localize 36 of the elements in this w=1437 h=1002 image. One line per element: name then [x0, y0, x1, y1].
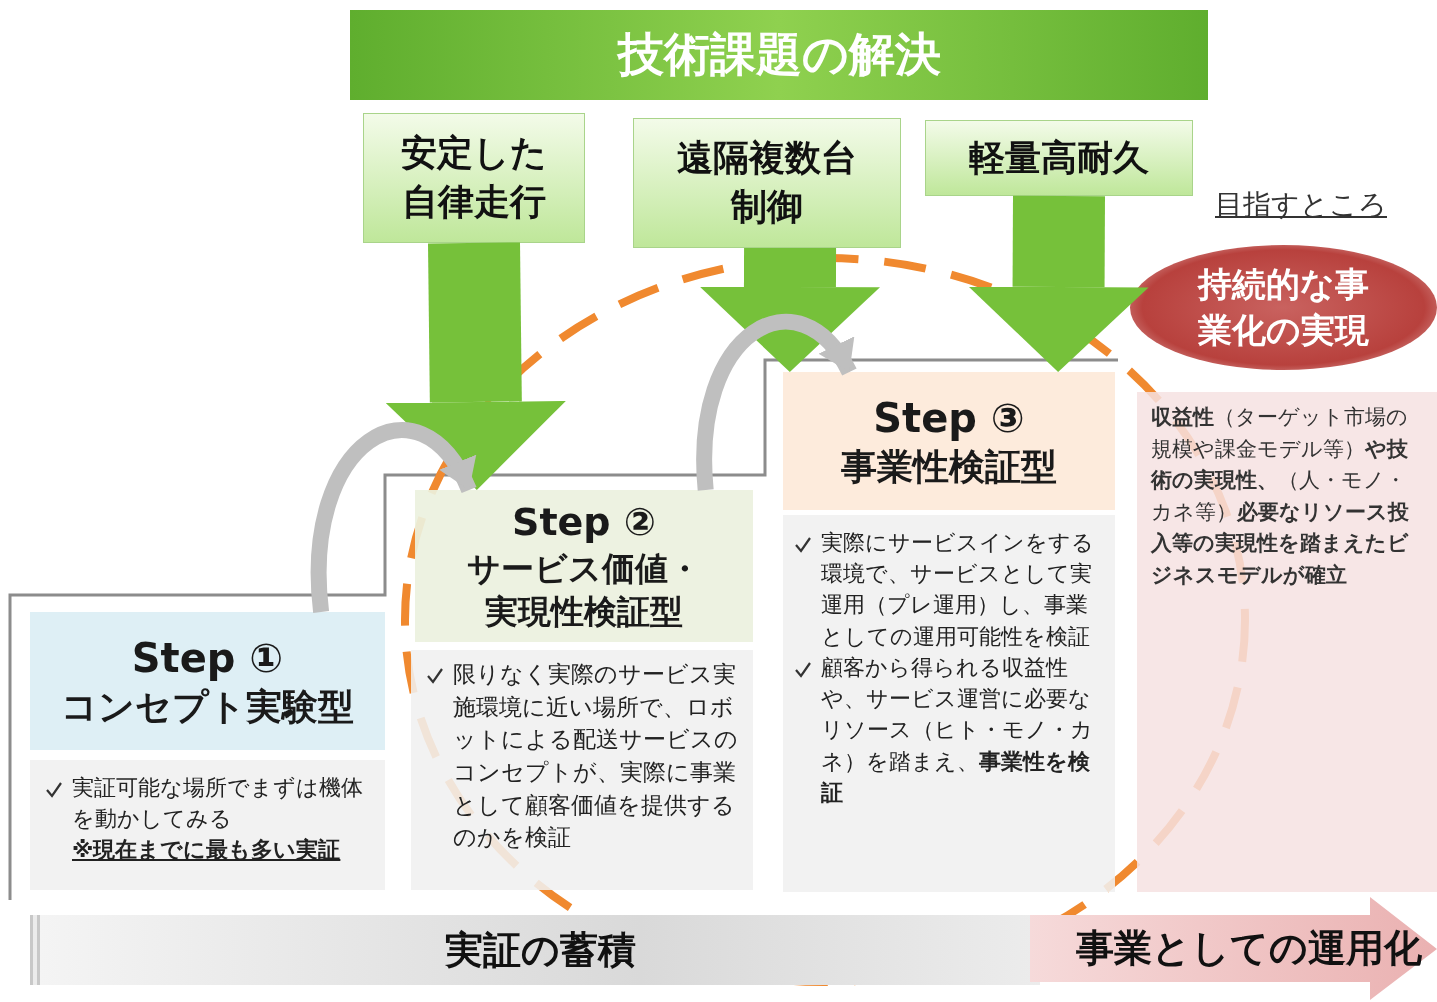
- challenge-box: [633, 118, 901, 248]
- bullet-text: 顧客から得られる収益性や、サービス運営に必要なリソース（ヒト・モノ・カネ）を踏まえ、事業性を検証: [821, 653, 1094, 807]
- challenge-box: [363, 113, 585, 243]
- challenge-text: 安定した自律走行: [400, 131, 548, 224]
- challenge-text: 軽量高耐久: [969, 135, 1149, 180]
- step-title: サービス価値・実現性検証型: [466, 547, 702, 633]
- step-description-panel: [783, 515, 1115, 892]
- result-panel: [1137, 392, 1437, 892]
- step-description-panel: [30, 760, 385, 890]
- chevron-arrow: [1030, 897, 1437, 1000]
- arrow-label: 事業としての運用化: [1075, 925, 1422, 972]
- step-label: Step ①: [131, 633, 284, 683]
- note-text: ※現在までに最も多い実証: [72, 836, 342, 865]
- goal-heading: 目指すところ: [1215, 187, 1387, 223]
- step-header: [415, 490, 753, 642]
- curved-arrow: [696, 313, 857, 491]
- block-arrow: [968, 195, 1149, 372]
- bullet-text: 限りなく実際のサービス実施環境に近い場所で、ロボットによる配送サービスのコンセプトが、実際に事業として顧客価値を提供するのかを検証: [453, 660, 739, 853]
- banner-title: 技術課題の解決: [617, 26, 941, 83]
- curved-arrow: [310, 422, 477, 613]
- step-label: Step ②: [512, 499, 656, 547]
- step-header: [783, 372, 1115, 510]
- step-label: Step ③: [873, 393, 1025, 443]
- step-title: 事業性検証型: [841, 444, 1057, 489]
- step-description-panel: [411, 650, 753, 890]
- title-banner: [350, 10, 1208, 100]
- bullet-text: 実際にサービスインをする環境で、サービスとして実運用（プレ運用）し、事業としての運用可能性を検証: [821, 529, 1095, 651]
- step-title: コンセプト実験型: [61, 684, 354, 729]
- result-text: 収益性（ターゲット市場の規模や課金モデル等）や技術の実現性、（人・モノ・カネ等）必要なリソース投入等の実現性を踏まえたビジネスモデルが確立: [1151, 404, 1410, 589]
- bullet-text: 実証可能な場所でまずは機体を動かしてみる: [72, 774, 364, 834]
- step-header: [30, 612, 385, 750]
- progress-band: [30, 915, 1040, 985]
- band-label: 実証の蓄積: [444, 926, 636, 974]
- challenge-box: [925, 120, 1193, 196]
- challenge-text: 遠隔複数台制御: [676, 136, 858, 229]
- goal-text: 持続的な事業化の実現: [1196, 262, 1370, 352]
